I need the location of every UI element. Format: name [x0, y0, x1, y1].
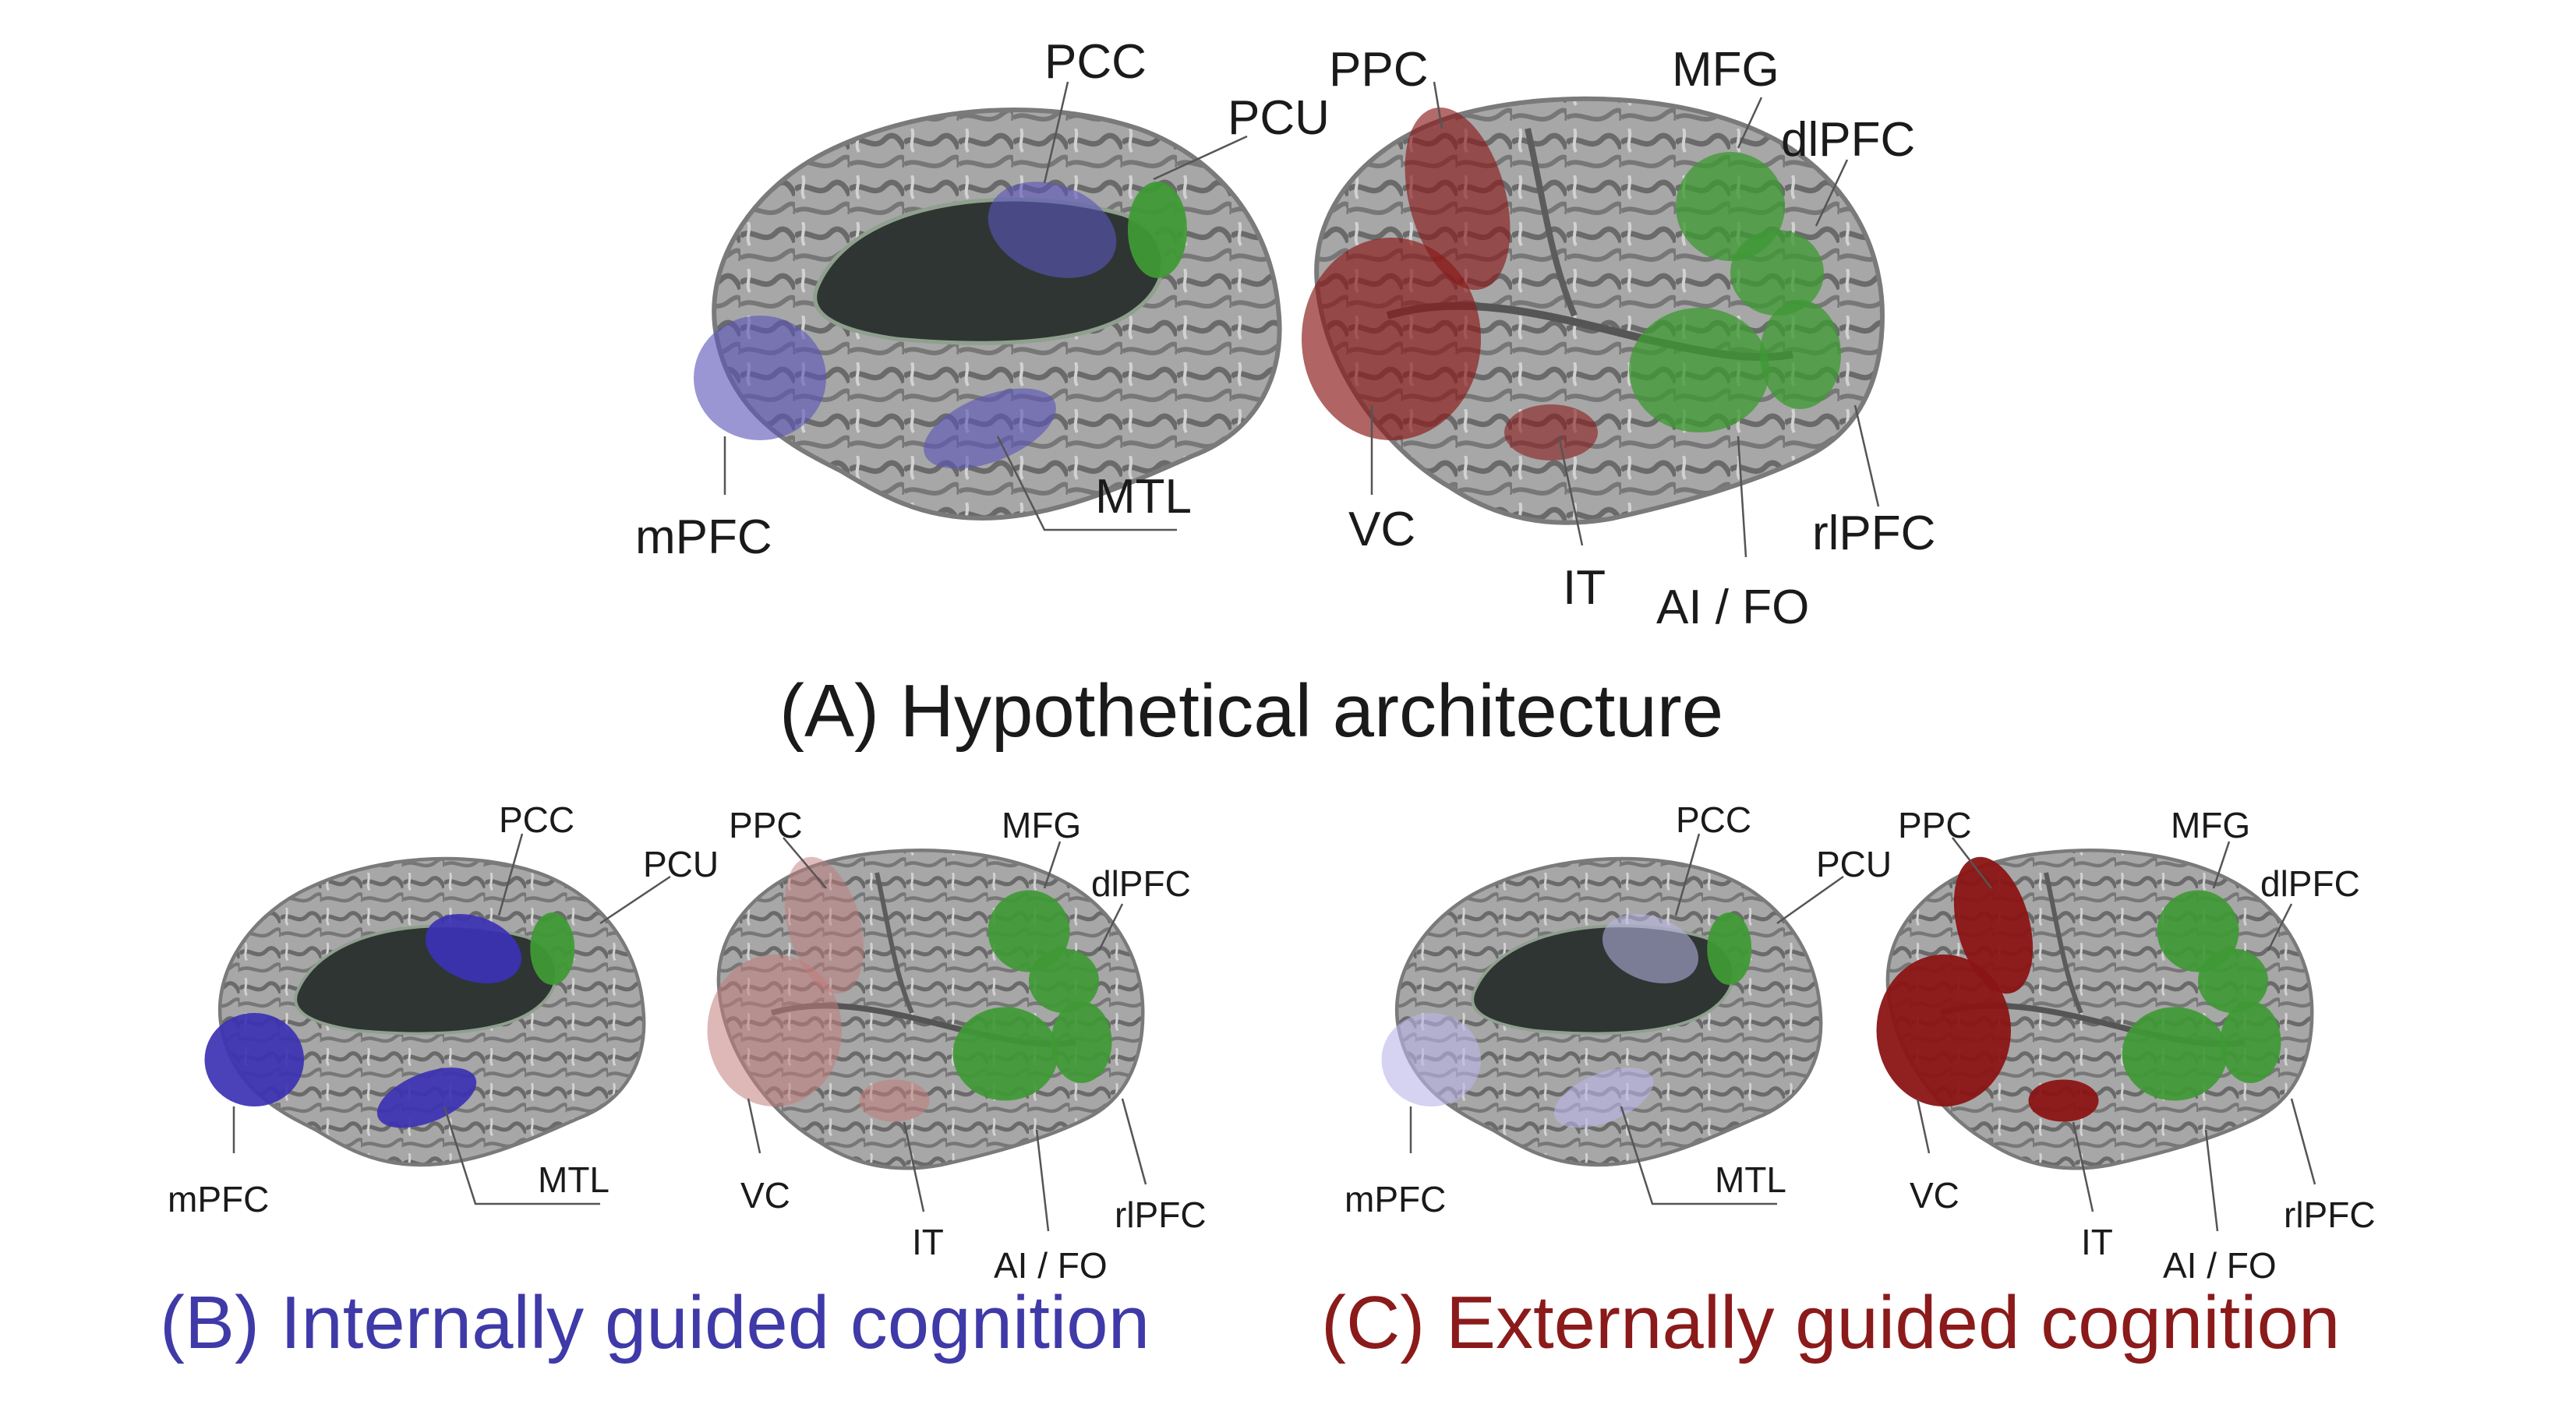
panel-b: PCC PCU mPFC MTL PPC MFG dlPFC VC IT AI …: [160, 799, 1207, 1364]
panel-c-medial-brain: [1381, 859, 1822, 1165]
label-a-mpfc: mPFC: [635, 510, 772, 564]
region-dlpfc: [1730, 230, 1824, 316]
label-b-vc: VC: [740, 1175, 790, 1216]
label-c-rlpfc: rlPFC: [2284, 1195, 2376, 1235]
panel-a-lateral-brain: [1302, 96, 1882, 523]
label-b-mtl: MTL: [538, 1159, 610, 1200]
label-c-ppc: PPC: [1898, 805, 1972, 845]
label-c-dlpfc: dlPFC: [2260, 863, 2360, 904]
label-c-mpfc: mPFC: [1345, 1179, 1446, 1219]
region-ai-fo: [1629, 308, 1769, 432]
label-a-it: IT: [1563, 561, 1606, 615]
region-mtl: [924, 388, 1056, 469]
label-b-mfg: MFG: [1002, 805, 1081, 845]
caption-a: (A) Hypothetical architecture: [779, 669, 1723, 753]
label-b-pcc: PCC: [499, 799, 574, 840]
panel-a-medial-brain: [694, 110, 1280, 518]
region-ppc: [784, 856, 864, 994]
region-mtl: [1553, 1068, 1654, 1128]
panel-a: PCC PCU mPFC MTL PPC MFG dlPFC VC IT AI …: [635, 35, 1935, 753]
panel-b-lateral-brain: [707, 849, 1143, 1169]
region-it: [2028, 1079, 2099, 1122]
panel-b-leader-lines: [232, 833, 1147, 1232]
label-a-dlpfc: dlPFC: [1781, 113, 1915, 167]
region-vc: [1302, 238, 1481, 440]
panel-c: PCC PCU mPFC MTL PPC MFG dlPFC VC IT AI …: [1321, 799, 2376, 1364]
region-ppc: [1405, 107, 1511, 291]
caption-b: (B) Internally guided cognition: [160, 1281, 1150, 1364]
region-vc: [1876, 955, 2011, 1106]
label-c-it: IT: [2081, 1222, 2113, 1262]
panel-c-lateral-brain: [1876, 849, 2313, 1169]
label-c-ai-fo: AI / FO: [2163, 1245, 2277, 1286]
label-c-vc: VC: [1910, 1175, 1959, 1216]
region-ppc: [1953, 856, 2034, 994]
label-a-pcc: PCC: [1044, 35, 1147, 89]
region-pcc: [1602, 914, 1699, 983]
label-b-rlpfc: rlPFC: [1115, 1195, 1207, 1235]
region-rlpfc: [2220, 1001, 2281, 1083]
label-c-mtl: MTL: [1715, 1159, 1786, 1200]
panel-c-leader-lines: [1409, 833, 2316, 1232]
label-c-mfg: MFG: [2171, 805, 2250, 845]
label-a-rlpfc: rlPFC: [1812, 506, 1935, 560]
region-mtl: [376, 1068, 477, 1128]
label-a-mfg: MFG: [1672, 43, 1779, 97]
region-ai-fo: [2122, 1007, 2228, 1101]
region-ai-fo: [952, 1007, 1058, 1101]
label-b-ppc: PPC: [729, 805, 803, 845]
label-a-pcu: PCU: [1228, 91, 1330, 145]
region-pcc: [988, 182, 1117, 278]
region-rlpfc: [1051, 1001, 1112, 1083]
panel-a-leader-lines: [723, 81, 1880, 558]
region-mpfc: [1381, 1013, 1481, 1106]
region-dlpfc: [2198, 948, 2268, 1013]
label-c-pcc: PCC: [1676, 799, 1751, 840]
region-mfg: [2157, 890, 2239, 972]
label-b-mpfc: mPFC: [168, 1179, 269, 1219]
label-b-it: IT: [912, 1222, 944, 1262]
label-a-ppc: PPC: [1329, 43, 1428, 97]
region-it: [1504, 404, 1598, 461]
region-mpfc: [204, 1013, 304, 1106]
region-mpfc: [694, 316, 826, 440]
region-pcu: [1707, 912, 1752, 985]
label-c-pcu: PCU: [1816, 844, 1892, 884]
region-it: [859, 1079, 930, 1122]
panel-b-medial-brain: [204, 859, 645, 1165]
region-pcc: [425, 914, 522, 983]
label-b-pcu: PCU: [643, 844, 719, 884]
label-a-mtl: MTL: [1095, 470, 1192, 524]
region-dlpfc: [1029, 948, 1099, 1013]
region-mfg: [988, 890, 1070, 972]
label-a-vc: VC: [1348, 503, 1415, 556]
region-pcu: [530, 912, 575, 985]
label-b-dlpfc: dlPFC: [1091, 863, 1191, 904]
region-pcu: [1128, 182, 1187, 278]
label-b-ai-fo: AI / FO: [994, 1245, 1108, 1286]
region-mfg: [1676, 152, 1785, 261]
region-rlpfc: [1760, 300, 1841, 409]
label-a-ai-fo: AI / FO: [1656, 581, 1809, 634]
caption-c: (C) Externally guided cognition: [1321, 1281, 2340, 1364]
region-vc: [707, 955, 842, 1106]
